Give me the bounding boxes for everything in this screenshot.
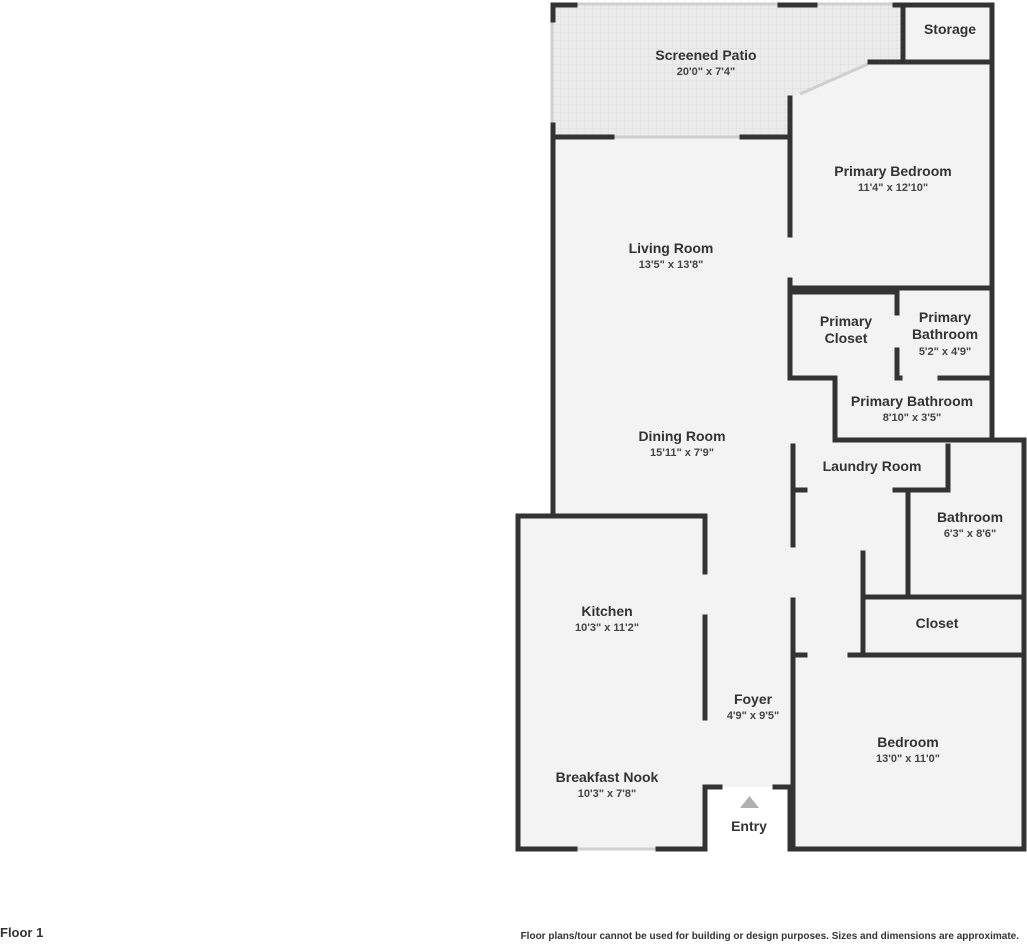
screened-patio-dims: 20'0" x 7'4" xyxy=(677,66,735,78)
primary-bathroom-small-label-line2: Bathroom xyxy=(912,326,978,342)
primary-closet-label-line1: Primary xyxy=(820,313,872,329)
entry-arrow-icon xyxy=(740,796,759,808)
screened-patio-label: Screened Patio xyxy=(655,47,756,63)
entry-label: Entry xyxy=(731,818,767,834)
bedroom-label: Bedroom xyxy=(877,734,938,750)
kitchen-label: Kitchen xyxy=(581,603,632,619)
primary-bathroom-large-label: Primary Bathroom xyxy=(851,393,973,409)
storage-floor xyxy=(903,5,992,62)
primary-bedroom-label: Primary Bedroom xyxy=(834,163,951,179)
disclaimer-text: Floor plans/tour cannot be used for buil… xyxy=(520,931,1019,942)
bedroom-dims: 13'0" x 11'0" xyxy=(876,753,940,765)
foyer-dims: 4'9" x 9'5" xyxy=(727,710,779,722)
primary-closet-label-line2: Closet xyxy=(825,330,868,346)
primary-bathroom-small-dims: 5'2" x 4'9" xyxy=(919,346,971,358)
dining-room-label: Dining Room xyxy=(638,428,725,444)
screened-patio-floor xyxy=(553,5,903,137)
breakfast-nook-dims: 10'3" x 7'8" xyxy=(578,788,636,800)
closet-label: Closet xyxy=(916,615,959,631)
laundry-room-label: Laundry Room xyxy=(823,458,922,474)
patio-window-diagonal xyxy=(799,62,869,96)
floor-fills xyxy=(518,5,1024,849)
living-room-label: Living Room xyxy=(629,240,714,256)
primary-bathroom-small-label-line1: Primary xyxy=(919,309,971,325)
bathroom-label: Bathroom xyxy=(937,509,1003,525)
dining-room-dims: 15'11" x 7'9" xyxy=(650,447,714,459)
living-room-dims: 13'5" x 13'8" xyxy=(639,259,704,271)
room-labels: Storage Screened Patio 20'0" x 7'4" Prim… xyxy=(556,21,1003,834)
kitchen-dims: 10'3" x 11'2" xyxy=(575,622,639,634)
bathroom-dims: 6'3" x 8'6" xyxy=(944,528,996,540)
interior-floor xyxy=(518,62,1024,849)
storage-label: Storage xyxy=(924,21,976,37)
breakfast-nook-label: Breakfast Nook xyxy=(556,769,659,785)
foyer-label: Foyer xyxy=(734,691,773,707)
floor-label: Floor 1 xyxy=(0,925,44,940)
walls xyxy=(515,2,1027,852)
primary-bathroom-large-dims: 8'10" x 3'5" xyxy=(883,412,941,424)
primary-bedroom-dims: 11'4" x 12'10" xyxy=(858,182,928,194)
